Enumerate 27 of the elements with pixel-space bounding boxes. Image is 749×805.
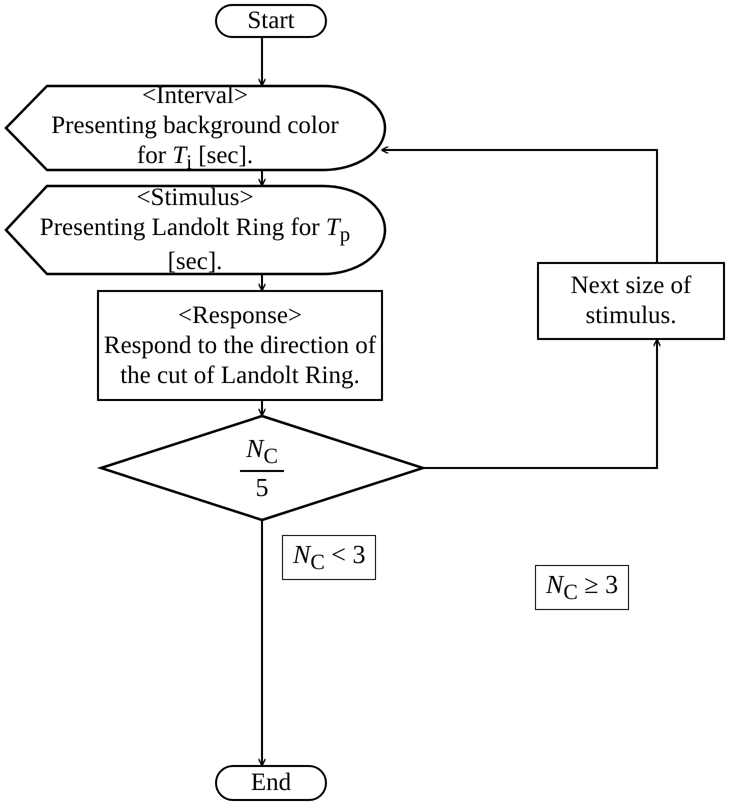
step-text: Presenting background color for T$_{i}$ [sec].: [50, 111, 340, 175]
arrow: [380, 146, 658, 262]
terminal-box: [215, 765, 327, 801]
arrow: [258, 275, 266, 292]
process-box: [537, 262, 725, 340]
edge-label: N$_{C}$ ≥ 3: [535, 565, 630, 610]
edge-label: N$_{C}$ < 3: [282, 535, 376, 580]
step-text: Next size of stimulus.: [570, 271, 692, 331]
process-box: [97, 290, 383, 401]
step-text: Presenting Landolt Ring for T$_{p}$ [sec].: [38, 213, 352, 277]
step-text: Start: [246, 6, 296, 36]
decision-diamond: [100, 415, 424, 521]
fraction-denominator: 5: [256, 472, 268, 503]
display-shape: [5, 185, 385, 275]
step-heading: <Stimulus>: [135, 183, 255, 214]
fraction-numerator: N$_{C}$: [240, 433, 284, 472]
arrow: [258, 38, 266, 86]
arrow: [424, 338, 662, 469]
step-heading: <Interval>: [141, 81, 249, 112]
terminal-box: [215, 4, 327, 38]
arrow: [258, 401, 266, 416]
display-shape: [5, 85, 385, 171]
arrow: [258, 171, 266, 186]
arrow: [258, 521, 266, 766]
step-heading: <Response>: [176, 300, 304, 330]
step-text: Respond to the direction of the cut of Landolt Ring.: [102, 330, 378, 390]
step-text: End: [250, 768, 292, 798]
